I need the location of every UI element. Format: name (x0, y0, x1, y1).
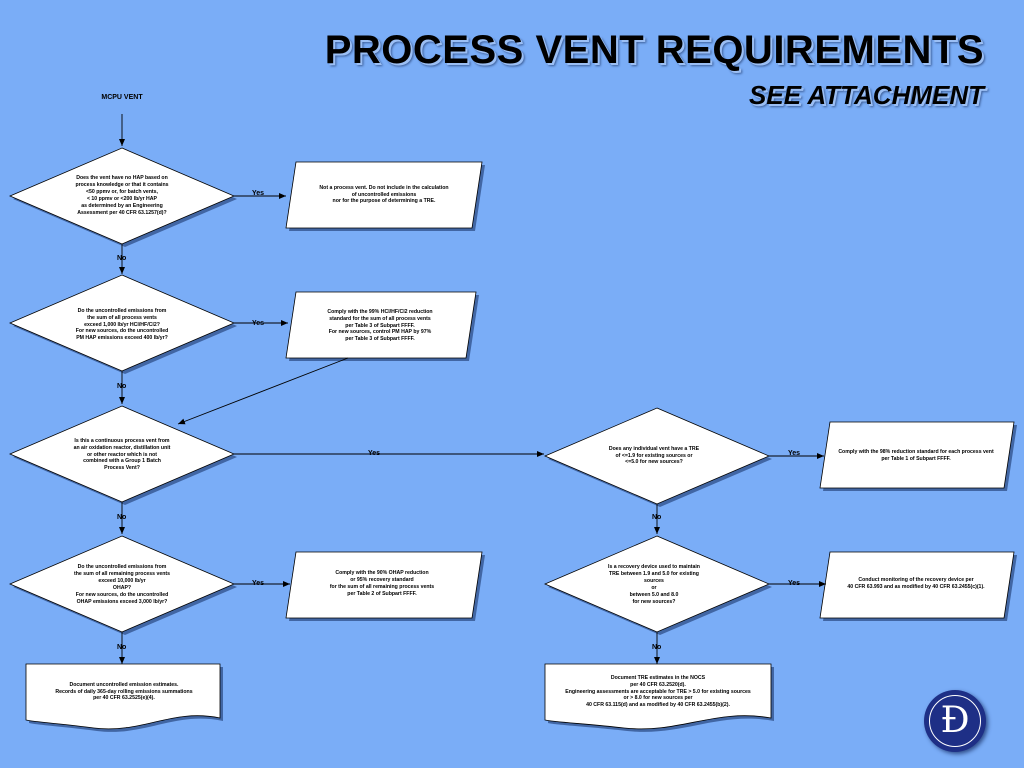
arrow-comply-99-to-continuous (177, 357, 349, 425)
decision-recovery-device-text: Is a recovery device used to maintain TR… (608, 564, 700, 605)
yes-label-no-hap: Yes (252, 190, 265, 197)
company-logo: Đ (924, 690, 986, 752)
yes-label-uncontrolled-hcl: Yes (252, 320, 265, 327)
flowchart-shapes (8, 147, 1017, 732)
action-monitor-recovery (819, 551, 1017, 621)
action-monitor-recovery-text: Conduct monitoring of the recovery devic… (847, 577, 985, 590)
action-comply-99 (285, 291, 479, 361)
decision-ohap-exceed (8, 535, 237, 635)
decision-continuous-vent-text: Is this a continuous process vent from a… (73, 437, 171, 472)
start-label: MCPU VENT (101, 94, 143, 101)
decision-recovery-device (543, 535, 772, 635)
document-uncontrolled-estimates (25, 663, 223, 732)
no-label-uncontrolled-hcl: No (117, 383, 127, 390)
no-label-no-hap: No (117, 255, 127, 262)
page-subtitle: SEE ATTACHMENT (749, 80, 984, 110)
decision-tre-check-text: Does any individual vent have a TRE of <… (608, 445, 700, 466)
no-label-recovery-device: No (652, 644, 662, 651)
page-title: PROCESS VENT REQUIREMENTS (324, 28, 984, 72)
action-comply-98-text: Comply with the 98% reduction standard f… (838, 449, 994, 462)
decision-no-hap (8, 147, 237, 247)
yes-label-recovery-device: Yes (788, 580, 801, 587)
decision-uncontrolled-hcl-text: Do the uncontrolled emissions from the s… (75, 307, 169, 342)
no-label-tre-check: No (652, 514, 662, 521)
flowchart-connectors (119, 114, 826, 664)
action-comply-90-text: Comply with the 90% OHAP reduction or 95… (329, 570, 435, 597)
yes-label-continuous-vent: Yes (368, 450, 381, 457)
action-not-process-vent (285, 161, 485, 231)
yes-label-tre-check: Yes (788, 450, 801, 457)
action-comply-90 (285, 551, 485, 621)
action-not-process-vent-text: Not a process vent. Do not include in th… (319, 184, 449, 205)
document-uncontrolled-estimates-text: Document uncontrolled emission estimates… (55, 681, 193, 702)
decision-tre-check (543, 407, 772, 507)
logo-letter: Đ (940, 700, 970, 741)
yes-label-ohap-exceed: Yes (252, 580, 265, 587)
decision-continuous-vent (8, 405, 237, 505)
decision-no-hap-text: Does the vent have no HAP based on proce… (75, 175, 169, 216)
action-comply-99-text: Comply with the 99% HCl/HF/Cl2 reduction… (327, 308, 433, 343)
action-comply-98 (819, 421, 1017, 491)
document-tre-estimates-text: Document TRE estimates in the NOCS per 4… (565, 674, 751, 709)
decision-ohap-exceed-text: Do the uncontrolled emissions from the s… (74, 564, 170, 605)
decision-uncontrolled-hcl (8, 274, 237, 374)
no-label-continuous-vent: No (117, 514, 127, 521)
no-label-ohap-exceed: No (117, 644, 127, 651)
document-tre-estimates (544, 663, 774, 732)
